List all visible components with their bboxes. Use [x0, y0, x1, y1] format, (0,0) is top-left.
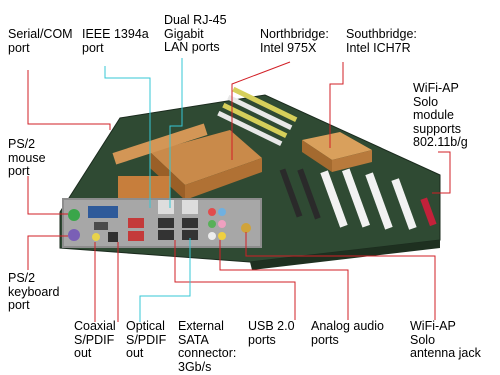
leader-rj45: [169, 58, 183, 208]
leader-ps2-keyboard: [27, 235, 68, 270]
memory-slots: [217, 86, 298, 147]
leader-usb: [174, 240, 296, 320]
label-external-sata: External SATA connector: 3Gb/s: [178, 319, 237, 374]
label-coaxial-spdif: Coaxial S/PDIF out: [74, 319, 116, 360]
leader-lines-red: [27, 61, 451, 322]
label-rj45-lan-ports: Dual RJ-45 Gigabit LAN ports: [164, 13, 227, 54]
northbridge-heatsink: [302, 132, 372, 172]
label-ieee1394-port: IEEE 1394a port: [82, 27, 149, 55]
label-analog-audio-ports: Analog audio ports: [311, 319, 384, 347]
leader-esata: [139, 238, 191, 322]
label-wifi-ap-module: WiFi-AP Solo module supports 802.11b/g: [413, 81, 468, 149]
label-usb-ports: USB 2.0 ports: [248, 319, 295, 347]
leader-wifi-jack: [245, 232, 436, 320]
leader-southbridge: [329, 62, 344, 148]
label-wifi-ap-antenna-jack: WiFi-AP Solo antenna jack: [410, 319, 481, 360]
io-panel: [62, 198, 262, 248]
label-optical-spdif: Optical S/PDIF out: [126, 319, 167, 360]
leader-ps2-mouse: [27, 176, 68, 215]
leader-serial: [27, 70, 111, 130]
leader-northbridge: [231, 61, 291, 160]
leader-lines-cyan: [104, 58, 191, 322]
label-northbridge: Northbridge: Intel 975X: [260, 27, 329, 55]
cpu-heatsink: [112, 123, 262, 200]
pcb-shade: [250, 240, 440, 270]
leader-audio: [219, 240, 349, 320]
label-ps2-mouse-port: PS/2 mouse port: [8, 137, 46, 178]
leader-ieee1394: [104, 66, 151, 208]
leader-wifi-module: [432, 151, 451, 194]
label-ps2-keyboard-port: PS/2 keyboard port: [8, 271, 60, 312]
expansion-slots: [279, 168, 437, 230]
label-southbridge: Southbridge: Intel ICH7R: [346, 27, 417, 55]
label-serial-com-port: Serial/COM port: [8, 27, 73, 55]
